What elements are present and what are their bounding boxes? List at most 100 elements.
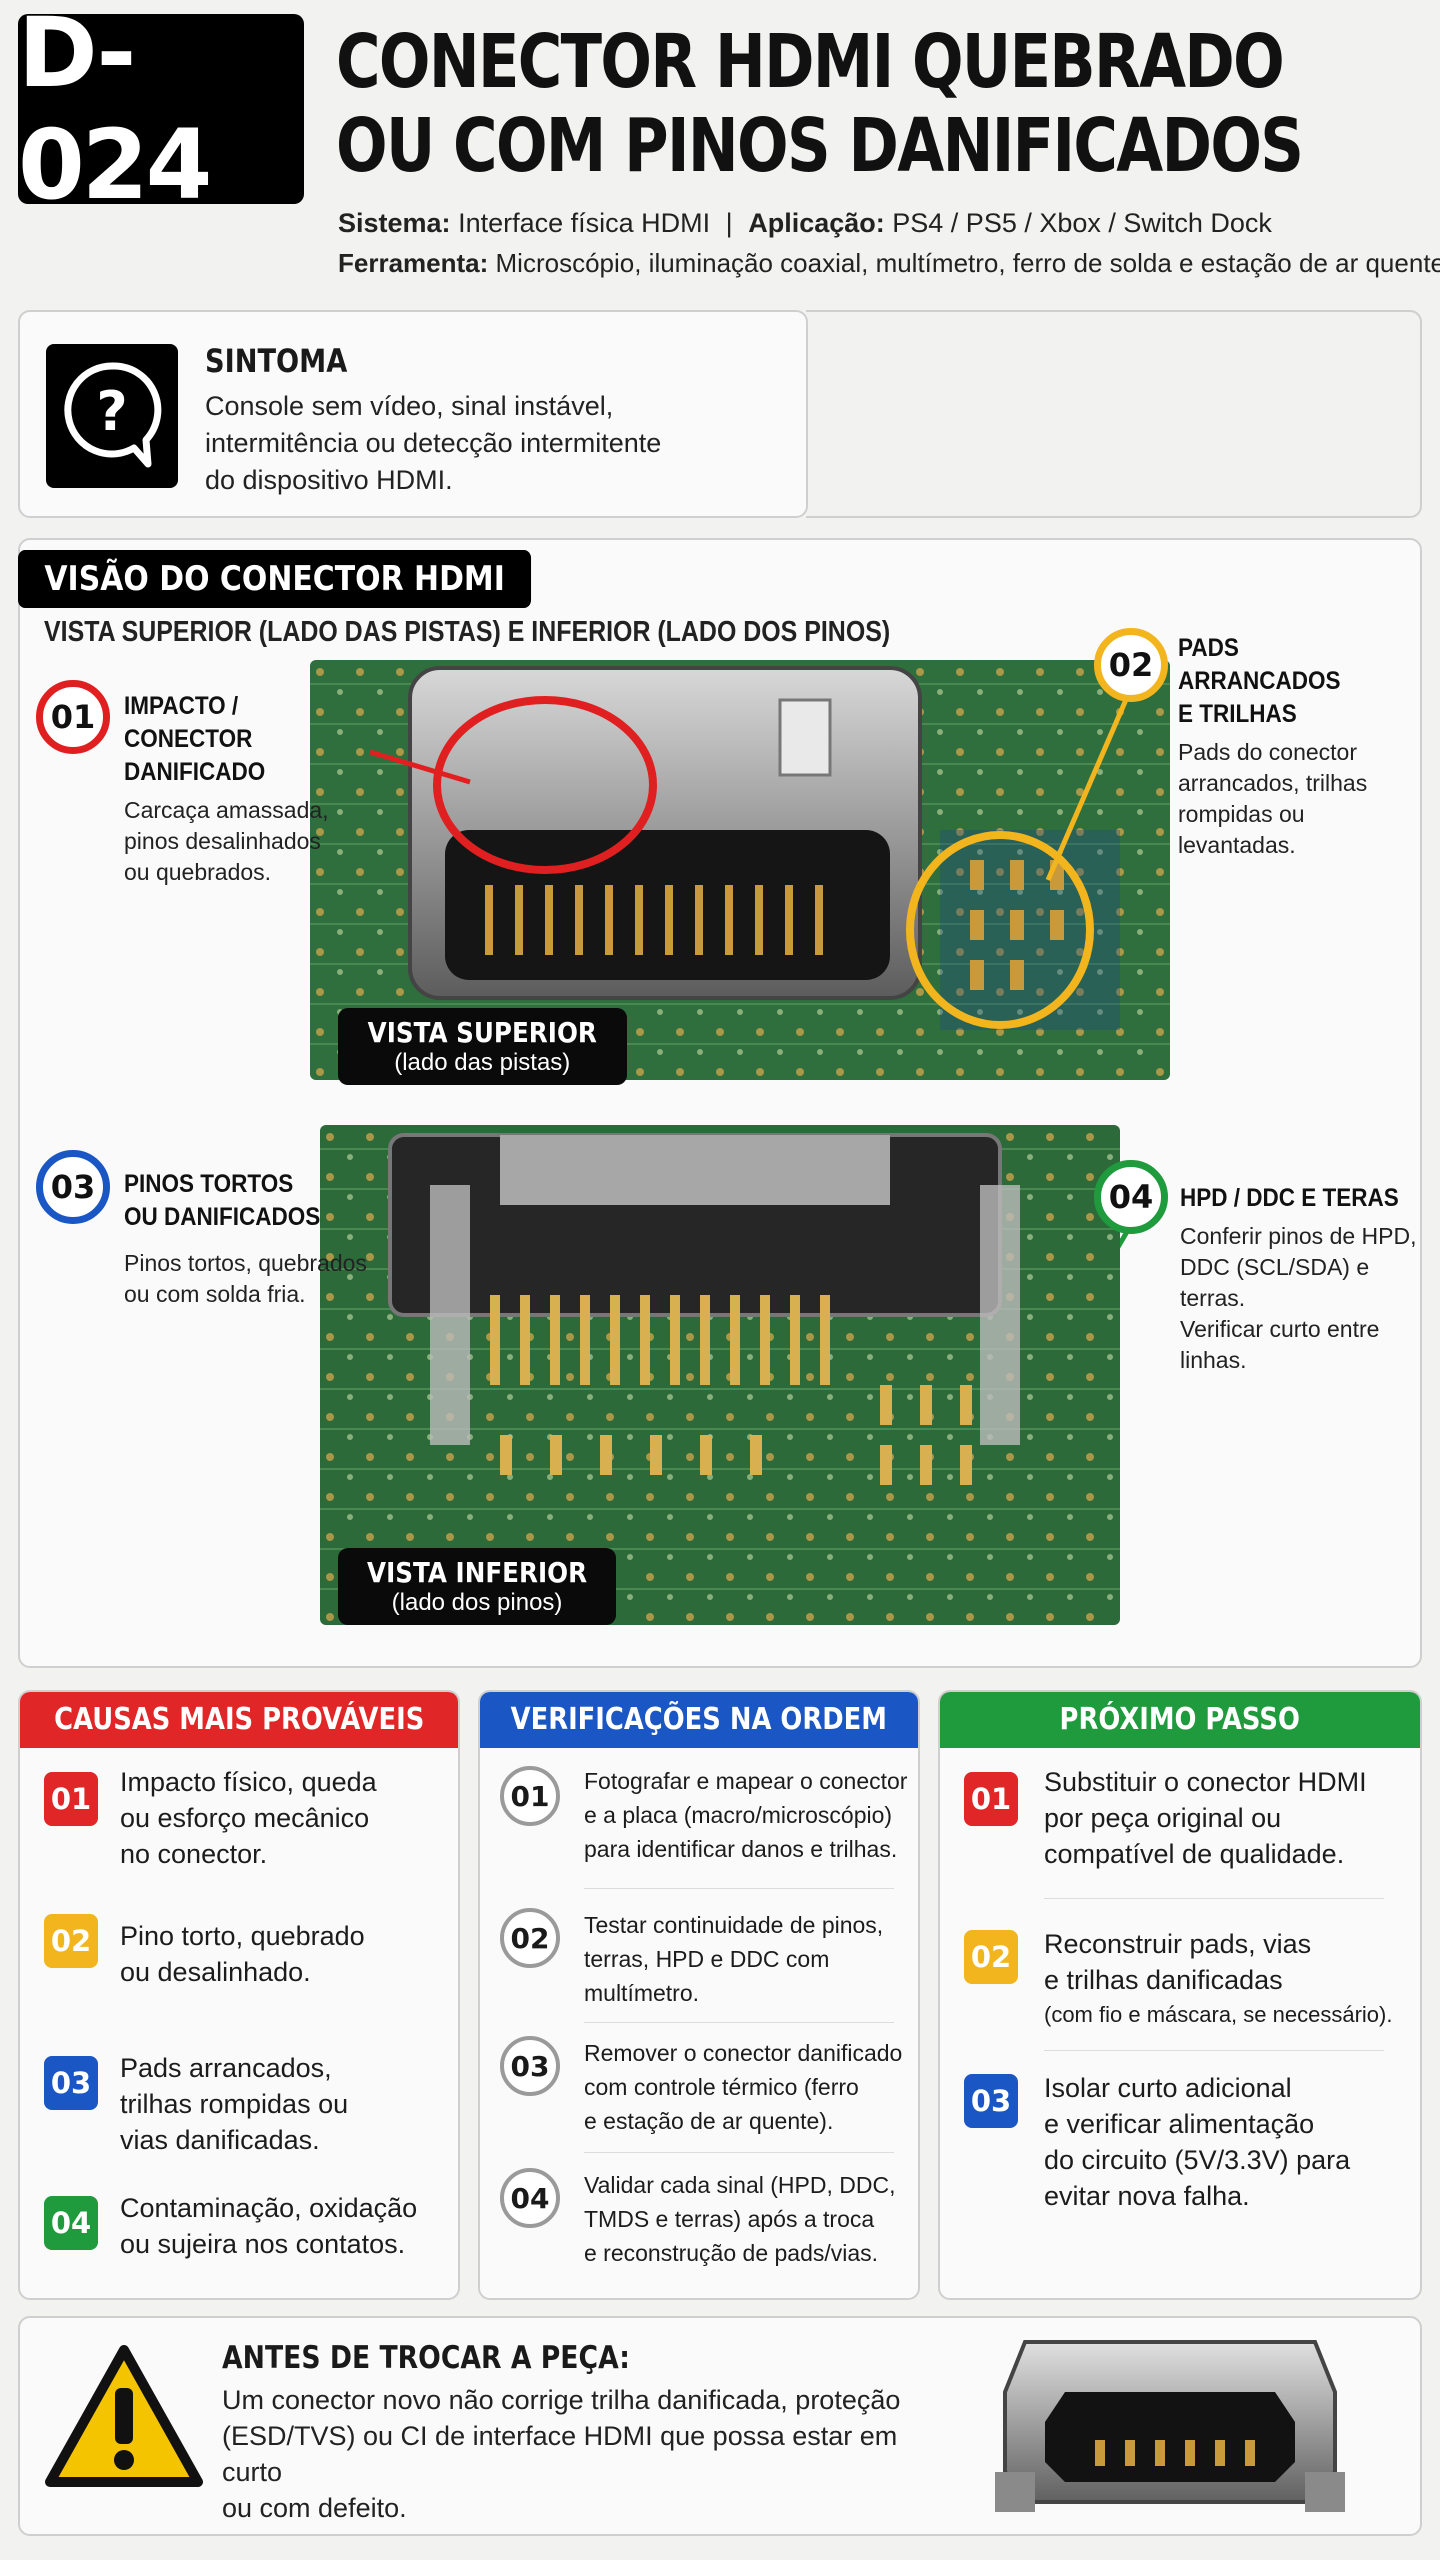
system-line: Sistema: Interface física HDMI | Aplicaç… — [338, 208, 1272, 239]
next-02-text: Reconstruir pads, vias e trilhas danific… — [1044, 1926, 1424, 2032]
check-divider — [584, 1888, 894, 1889]
cause-02-text: Pino torto, quebrado ou desalinhado. — [120, 1918, 440, 1990]
annotation-02: PADS ARRANCADOS E TRILHAS Pads do conect… — [1178, 632, 1428, 861]
warning-line: (ESD/TVS) ou CI de interface HDMI que po… — [222, 2421, 898, 2487]
annotation-title-line: E TRILHAS — [1178, 700, 1297, 728]
cause-01-text: Impacto físico, queda ou esforço mecânic… — [120, 1764, 440, 1872]
symptom-line: Console sem vídeo, sinal instável, — [205, 391, 614, 421]
top-view-label-sub: (lado das pistas) — [394, 1049, 571, 1076]
check-04-text: Validar cada sinal (HPD, DDC, TMDS e ter… — [584, 2168, 914, 2270]
separator: | — [725, 208, 733, 238]
check-line: e a placa (macro/microscópio) — [584, 1802, 893, 1828]
next-line: e trilhas danificadas — [1044, 1965, 1283, 1995]
warning-line: Um conector novo não corrige trilha dani… — [222, 2385, 901, 2415]
check-divider — [584, 2022, 894, 2023]
next-line: e verificar alimentação — [1044, 2109, 1315, 2139]
annotation-text-line: Conferir pinos de HPD, — [1180, 1223, 1417, 1249]
title-line-2: OU COM PINOS DANIFICADOS — [336, 103, 1304, 189]
connector-view-subtitle: VISTA SUPERIOR (LADO DAS PISTAS) E INFER… — [44, 616, 891, 648]
check-line: multímetro. — [584, 1980, 700, 2006]
annotation-04-title: HPD / DDC E TERAS — [1180, 1182, 1405, 1215]
annotation-text-line: pinos desalinhados — [124, 828, 321, 854]
annotation-title-line: PADS ARRANCADOS — [1178, 634, 1341, 695]
next-line: Isolar curto adicional — [1044, 2073, 1292, 2103]
next-02-note: (com fio e máscara, se necessário). — [1044, 2002, 1393, 2027]
annotation-title-line: IMPACTO / CONECTOR — [124, 692, 253, 753]
tool-line: Ferramenta: Microscópio, iluminação coax… — [338, 248, 1440, 279]
check-line: Remover o conector danificado — [584, 2040, 903, 2066]
next-line: do circuito (5V/3.3V) para — [1044, 2145, 1351, 2175]
cause-03-text: Pads arrancados, trilhas rompidas ou via… — [120, 2050, 440, 2158]
top-view-label: VISTA SUPERIOR (lado das pistas) — [338, 1008, 627, 1085]
bottom-view-label: VISTA INFERIOR (lado dos pinos) — [338, 1548, 617, 1625]
cause-03-badge: 03 — [44, 2056, 98, 2110]
cause-04-text: Contaminação, oxidação ou sujeira nos co… — [120, 2190, 450, 2262]
symptom-title: SINTOMA — [205, 342, 348, 380]
code-badge: D-024 — [18, 0, 304, 221]
symptom-text: Console sem vídeo, sinal instável, inter… — [205, 388, 725, 499]
annotation-01-ring — [433, 696, 657, 874]
annotation-text-line: ou quebrados. — [124, 859, 272, 885]
hdmi-connector-part-icon — [985, 2322, 1355, 2528]
check-divider — [584, 2152, 894, 2153]
check-line: com controle térmico (ferro — [584, 2074, 859, 2100]
cause-02-badge: 02 — [44, 1914, 98, 1968]
annotation-text-line: rompidas ou levantadas. — [1178, 801, 1305, 858]
checks-header-text: VERIFICAÇÕES NA ORDEM — [510, 1702, 888, 1737]
warning-title: ANTES DE TROCAR A PEÇA: — [222, 2340, 630, 2376]
annotation-text-line: Pads do conector — [1178, 739, 1358, 765]
annotation-03-text: Pinos tortos, quebrados ou com solda fri… — [124, 1248, 384, 1310]
annotation-04: HPD / DDC E TERAS Conferir pinos de HPD,… — [1180, 1182, 1430, 1376]
cause-line: no conector. — [120, 1839, 268, 1869]
bottom-view-label-sub: (lado dos pinos) — [391, 1589, 563, 1616]
next-divider — [1044, 1898, 1384, 1899]
check-01-number: 01 — [500, 1766, 560, 1826]
annotation-text-line: ou com solda fria. — [124, 1281, 306, 1307]
ferramenta-value: Microscópio, iluminação coaxial, multíme… — [495, 248, 1440, 278]
next-02-badge: 02 — [964, 1930, 1018, 1984]
annotation-text-line: arrancados, trilhas — [1178, 770, 1368, 796]
annotation-02-leader — [1045, 694, 1131, 881]
warning-text: Um conector novo não corrige trilha dani… — [222, 2382, 962, 2526]
annotation-01: IMPACTO / CONECTOR DANIFICADO Carcaça am… — [124, 690, 384, 888]
check-line: Validar cada sinal (HPD, DDC, — [584, 2172, 896, 2198]
annotation-03-title: PINOS TORTOS OU DANIFICADOS — [124, 1168, 358, 1234]
aplicacao-value: PS4 / PS5 / Xbox / Switch Dock — [892, 208, 1272, 238]
top-view-label-main: VISTA SUPERIOR — [367, 1016, 597, 1049]
next-03-badge: 03 — [964, 2074, 1018, 2128]
next-line: por peça original ou — [1044, 1803, 1282, 1833]
svg-text:?: ? — [96, 380, 127, 443]
cause-04-badge: 04 — [44, 2196, 98, 2250]
annotation-01-leader — [369, 749, 471, 785]
annotation-title-line: HPD / DDC E TERAS — [1180, 1184, 1399, 1212]
cause-line: Impacto físico, queda — [120, 1767, 377, 1797]
title-line-1: CONECTOR HDMI QUEBRADO — [336, 19, 1285, 105]
annotation-01-title: IMPACTO / CONECTOR DANIFICADO — [124, 690, 358, 789]
cause-line: Pads arrancados, — [120, 2053, 332, 2083]
annotation-03: PINOS TORTOS OU DANIFICADOS Pinos tortos… — [124, 1168, 384, 1310]
annotation-02-number: 02 — [1094, 628, 1168, 702]
check-line: Fotografar e mapear o conector — [584, 1768, 908, 1794]
check-line: e estação de ar quente). — [584, 2108, 834, 2134]
warning-triangle-icon — [44, 2342, 204, 2492]
check-line: TMDS e terras) após a troca — [584, 2206, 875, 2232]
annotation-03-number: 03 — [36, 1150, 110, 1224]
annotation-04-number: 04 — [1094, 1160, 1168, 1234]
check-line: Testar continuidade de pinos, — [584, 1912, 884, 1938]
annotation-text-line: Carcaça amassada, — [124, 797, 329, 823]
question-bubble-icon: ? — [46, 344, 178, 488]
next-01-badge: 01 — [964, 1772, 1018, 1826]
next-divider — [1044, 2050, 1384, 2051]
sistema-value: Interface física HDMI — [458, 208, 711, 238]
sistema-label: Sistema: — [338, 208, 451, 238]
annotation-title-line: DANIFICADO — [124, 758, 266, 786]
next-01-text: Substituir o conector HDMI por peça orig… — [1044, 1764, 1414, 1872]
cause-line: ou sujeira nos contatos. — [120, 2229, 406, 2259]
next-line: Reconstruir pads, vias — [1044, 1929, 1312, 1959]
check-02-text: Testar continuidade de pinos, terras, HP… — [584, 1908, 914, 2010]
top-view-photo — [310, 660, 1170, 1080]
annotation-text-line: DDC (SCL/SDA) e terras. — [1180, 1254, 1370, 1311]
next-line: Substituir o conector HDMI — [1044, 1767, 1367, 1797]
cause-line: ou esforço mecânico — [120, 1803, 370, 1833]
check-01-text: Fotografar e mapear o conector e a placa… — [584, 1764, 914, 1866]
